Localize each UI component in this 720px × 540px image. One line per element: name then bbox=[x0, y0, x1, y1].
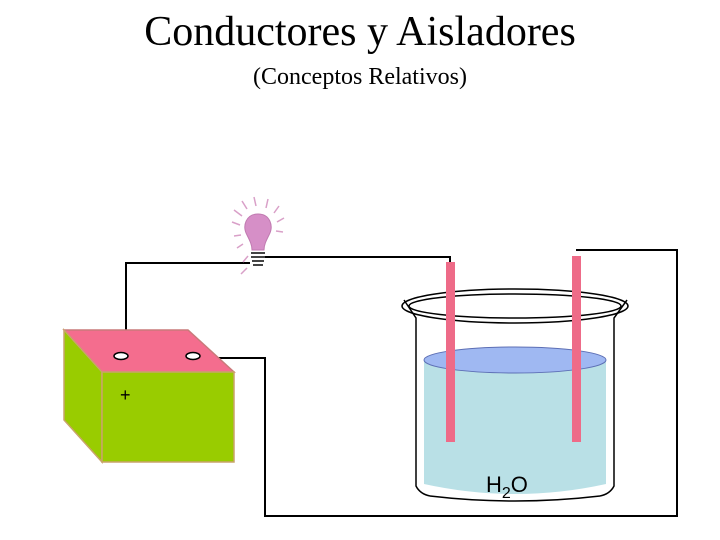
beaker-glass bbox=[401, 288, 629, 502]
battery-plus-label: + bbox=[120, 385, 131, 405]
beaker-water-surface bbox=[423, 346, 607, 374]
bulb-rays bbox=[231, 196, 285, 275]
beaker: H2O bbox=[401, 256, 629, 502]
battery-terminal-left bbox=[113, 351, 129, 361]
beaker-right-wall bbox=[599, 299, 628, 497]
beaker-left-wall bbox=[403, 299, 431, 497]
wire-battery-to-bulb bbox=[125, 262, 250, 354]
battery: + bbox=[62, 328, 236, 464]
battery-terminal-right bbox=[185, 351, 201, 361]
electrode-left bbox=[446, 262, 455, 442]
light-bulb-icon bbox=[231, 196, 285, 275]
beaker-rim-outer bbox=[401, 288, 629, 324]
beaker-bottom bbox=[429, 495, 601, 502]
h2o-label: H2O bbox=[486, 472, 528, 502]
wire-right-electrode bbox=[196, 249, 678, 517]
beaker-water bbox=[424, 360, 606, 494]
page-subtitle: (Conceptos Relativos) bbox=[253, 64, 467, 90]
bulb-base bbox=[251, 252, 265, 266]
battery-front bbox=[101, 371, 235, 463]
page-title: Conductores y Aisladores bbox=[144, 9, 576, 55]
beaker-rim-inner bbox=[408, 293, 622, 319]
wire-bulb-to-left-electrode bbox=[262, 256, 451, 268]
bulb-glass bbox=[244, 213, 272, 251]
electrode-right bbox=[572, 256, 581, 442]
